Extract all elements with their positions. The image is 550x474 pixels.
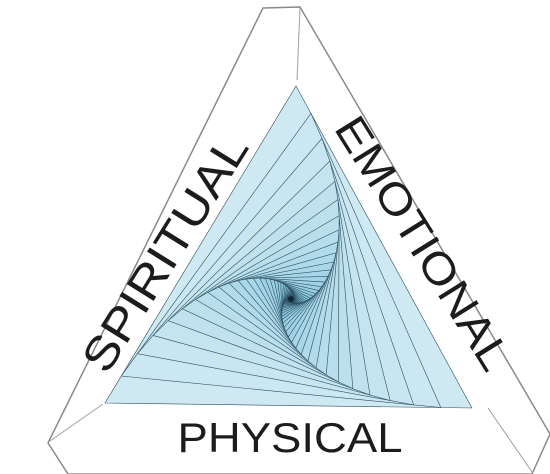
label-physical: PHYSICAL [178, 414, 403, 461]
spiral-center [288, 296, 294, 302]
